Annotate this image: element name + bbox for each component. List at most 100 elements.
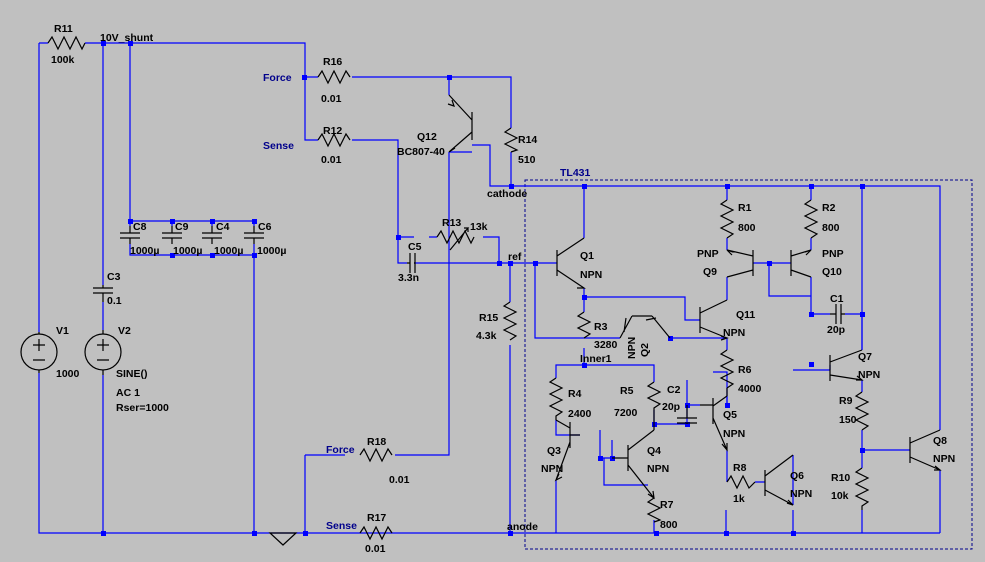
transistors [447, 94, 942, 506]
R16-symbol [317, 69, 351, 85]
R14-name: R14 [518, 134, 537, 146]
C5-symbol [407, 253, 416, 273]
Q8-symbol [909, 429, 942, 471]
R2-symbol [803, 199, 819, 239]
Q2-symbol [619, 315, 671, 339]
Q2-name: Q2 [639, 343, 651, 357]
R1-name: R1 [738, 202, 752, 214]
R4-name: R4 [568, 388, 582, 400]
R11-symbol [47, 35, 86, 51]
Q8-type: NPN [933, 453, 955, 465]
R6-symbol [719, 349, 735, 396]
R12-value: 0.01 [321, 154, 342, 166]
sources [20, 330, 122, 375]
R18-symbol [359, 447, 393, 463]
V2-line2: AC 1 [116, 387, 140, 399]
C3-name: C3 [107, 271, 121, 283]
net-label-sense-1: Sense [263, 140, 294, 152]
Q5-type: NPN [723, 428, 745, 440]
Q1-type: NPN [580, 269, 602, 281]
R5-symbol [646, 381, 662, 410]
tl431-boundary [524, 179, 973, 550]
R11-name: R11 [54, 23, 73, 35]
Q4-symbol [612, 410, 655, 500]
R9-name: R9 [839, 395, 853, 407]
Q3-symbol [554, 419, 580, 482]
Q6-symbol [764, 454, 794, 506]
net-label-force-1: Force [263, 72, 292, 84]
C1-name: C1 [830, 293, 844, 305]
R17-name: R17 [367, 512, 386, 524]
R14-value: 510 [518, 154, 536, 166]
C8-name: C8 [133, 221, 147, 233]
Q11-name: Q11 [736, 309, 755, 321]
R8-name: R8 [733, 462, 747, 474]
Q1-name: Q1 [580, 250, 594, 262]
R7-value: 800 [660, 519, 678, 531]
Q8-name: Q8 [933, 435, 947, 447]
R3-symbol [576, 311, 592, 339]
net-label-10v-shunt: 10V_shunt [100, 32, 154, 44]
Q12-model: BC807-40 [397, 146, 445, 158]
R12-symbol [317, 132, 351, 148]
Q10-type: PNP [822, 248, 844, 260]
R6-value: 4000 [738, 383, 762, 395]
C4-name: C4 [216, 221, 230, 233]
Q11-symbol [699, 299, 729, 341]
R16-value: 0.01 [321, 93, 342, 105]
Q6-type: NPN [790, 488, 812, 500]
V2-line3: Rser=1000 [116, 402, 169, 414]
resistors [47, 35, 870, 541]
C4-symbol [202, 226, 222, 244]
R15-symbol [502, 301, 518, 341]
Q9-name: Q9 [703, 266, 717, 278]
R7-name: R7 [660, 499, 674, 511]
R10-symbol [854, 467, 870, 510]
tl431-label: TL431 [560, 167, 591, 179]
R16-name: R16 [323, 56, 342, 68]
R1-symbol [719, 199, 735, 239]
Q3-name: Q3 [547, 445, 561, 457]
R13-name: R13 [442, 217, 461, 229]
Q12-symbol [447, 94, 473, 153]
C9-symbol [162, 226, 182, 244]
R15-name: R15 [479, 312, 498, 324]
C2-symbol [677, 405, 697, 424]
C6-value: 1000µ [257, 245, 286, 257]
Q7-symbol [829, 349, 864, 381]
Q3-type: NPN [541, 463, 563, 475]
R17-value: 0.01 [365, 543, 386, 555]
C3-symbol [93, 285, 113, 302]
Q5-name: Q5 [723, 409, 737, 421]
C2-name: C2 [667, 384, 681, 396]
R1-value: 800 [738, 222, 756, 234]
R10-value: 10k [831, 490, 849, 502]
R5-name: R5 [620, 385, 634, 397]
Q10-symbol [790, 249, 812, 278]
R11-value: 100k [51, 54, 75, 66]
Q1-symbol [556, 237, 586, 289]
Q10-name: Q10 [822, 266, 842, 278]
C1-value: 20p [827, 324, 845, 336]
R2-value: 800 [822, 222, 840, 234]
C8-symbol [120, 226, 140, 244]
Q12-name: Q12 [417, 131, 437, 143]
V2-name: V2 [118, 325, 131, 337]
Q9-type: PNP [697, 248, 719, 260]
C3-value: 0.1 [107, 295, 122, 307]
V1-value: 1000 [56, 368, 80, 380]
V2-line1: SINE() [116, 368, 148, 380]
C9-value: 1000µ [173, 245, 202, 257]
R8-symbol [726, 474, 756, 490]
component-labels: R11 100k R16 0.01 R12 0.01 Q12 BC807-40 … [51, 23, 955, 555]
R4-symbol [548, 377, 564, 420]
R10-name: R10 [831, 472, 850, 484]
net-label-ref: ref [508, 251, 522, 263]
C5-value: 3.3n [398, 272, 419, 284]
Q6-name: Q6 [790, 470, 804, 482]
R17-symbol [359, 525, 393, 541]
C4-value: 1000µ [214, 245, 243, 257]
ground-symbol [268, 532, 298, 546]
